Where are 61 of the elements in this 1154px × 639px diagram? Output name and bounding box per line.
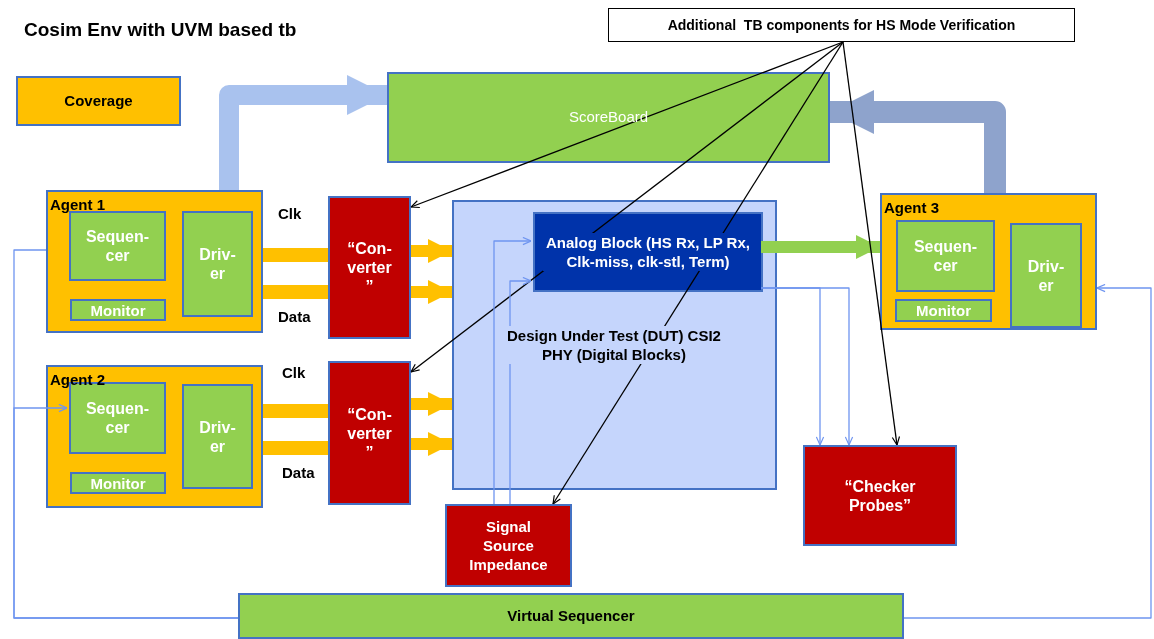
box-label: Sequen- cer <box>84 399 151 437</box>
box-label: Signal Source Impedance <box>468 517 549 574</box>
box-label: Sequen- cer <box>84 227 151 265</box>
agent-box <box>880 193 1097 330</box>
box-label: ScoreBoard <box>568 107 649 128</box>
monitor-box <box>70 299 166 321</box>
connector-arrow <box>509 276 532 505</box>
dut-box <box>452 200 777 490</box>
box-label: “Con- verter ” <box>346 239 393 296</box>
box-label: Driv- er <box>1026 256 1066 295</box>
connector-arrow <box>760 287 825 446</box>
box-label: Monitor <box>90 301 146 319</box>
driver-box <box>182 211 253 317</box>
box-label: Agent 1 <box>50 196 105 213</box>
driver-box <box>1010 223 1082 328</box>
block-arrow <box>411 280 452 304</box>
callout-arrow <box>552 41 844 505</box>
converter-box <box>328 361 411 505</box>
converter-box <box>328 196 411 339</box>
monitor-box <box>70 472 166 494</box>
box-label: Virtual Sequencer <box>507 605 635 626</box>
agent-box <box>46 365 263 508</box>
block-arrow <box>830 90 1006 193</box>
box-label: Coverage <box>64 90 133 111</box>
checker-probes-box <box>803 445 957 546</box>
box-label: Driv- er <box>198 417 237 456</box>
box-label: Monitor <box>90 474 146 492</box>
connector-arrow <box>13 403 239 619</box>
callout-arrow <box>842 41 901 446</box>
monitor-box <box>895 299 992 322</box>
box-label: Sequen- cer <box>912 237 979 275</box>
coverage-box <box>16 76 181 126</box>
box-label: Agent 3 <box>884 199 939 216</box>
box-label: Monitor <box>916 302 971 319</box>
diagram-title: Cosim Env with UVM based tb <box>24 18 297 42</box>
callout-box <box>608 8 1075 42</box>
box-label: Additional TB components for HS Mode Verification <box>667 15 1016 35</box>
block-arrow <box>411 432 452 456</box>
sequencer-box <box>896 220 995 292</box>
callout-arrow <box>410 41 844 373</box>
signal-bar <box>263 404 328 418</box>
scoreboard-box <box>387 72 830 163</box>
signal-bar <box>263 248 328 262</box>
signal-bar <box>263 285 328 299</box>
block-arrow <box>219 75 387 190</box>
callout-arrow <box>410 41 844 209</box>
connector-arrow <box>493 236 532 505</box>
connector-arrow <box>903 283 1152 619</box>
signal-bar <box>263 441 328 455</box>
block-arrow <box>761 235 880 259</box>
signal-source-box <box>445 504 572 587</box>
block-arrow <box>411 239 452 263</box>
box-label: “Checker Probes” <box>843 476 917 515</box>
box-label: Driv- er <box>198 245 237 283</box>
driver-box <box>182 384 253 489</box>
agent-box <box>46 190 263 333</box>
block-arrow <box>411 392 452 416</box>
box-label: “Con- verter ” <box>346 404 393 462</box>
sequencer-box <box>69 211 166 281</box>
analog-block-box <box>533 212 763 292</box>
virtual-sequencer-box <box>238 593 904 639</box>
